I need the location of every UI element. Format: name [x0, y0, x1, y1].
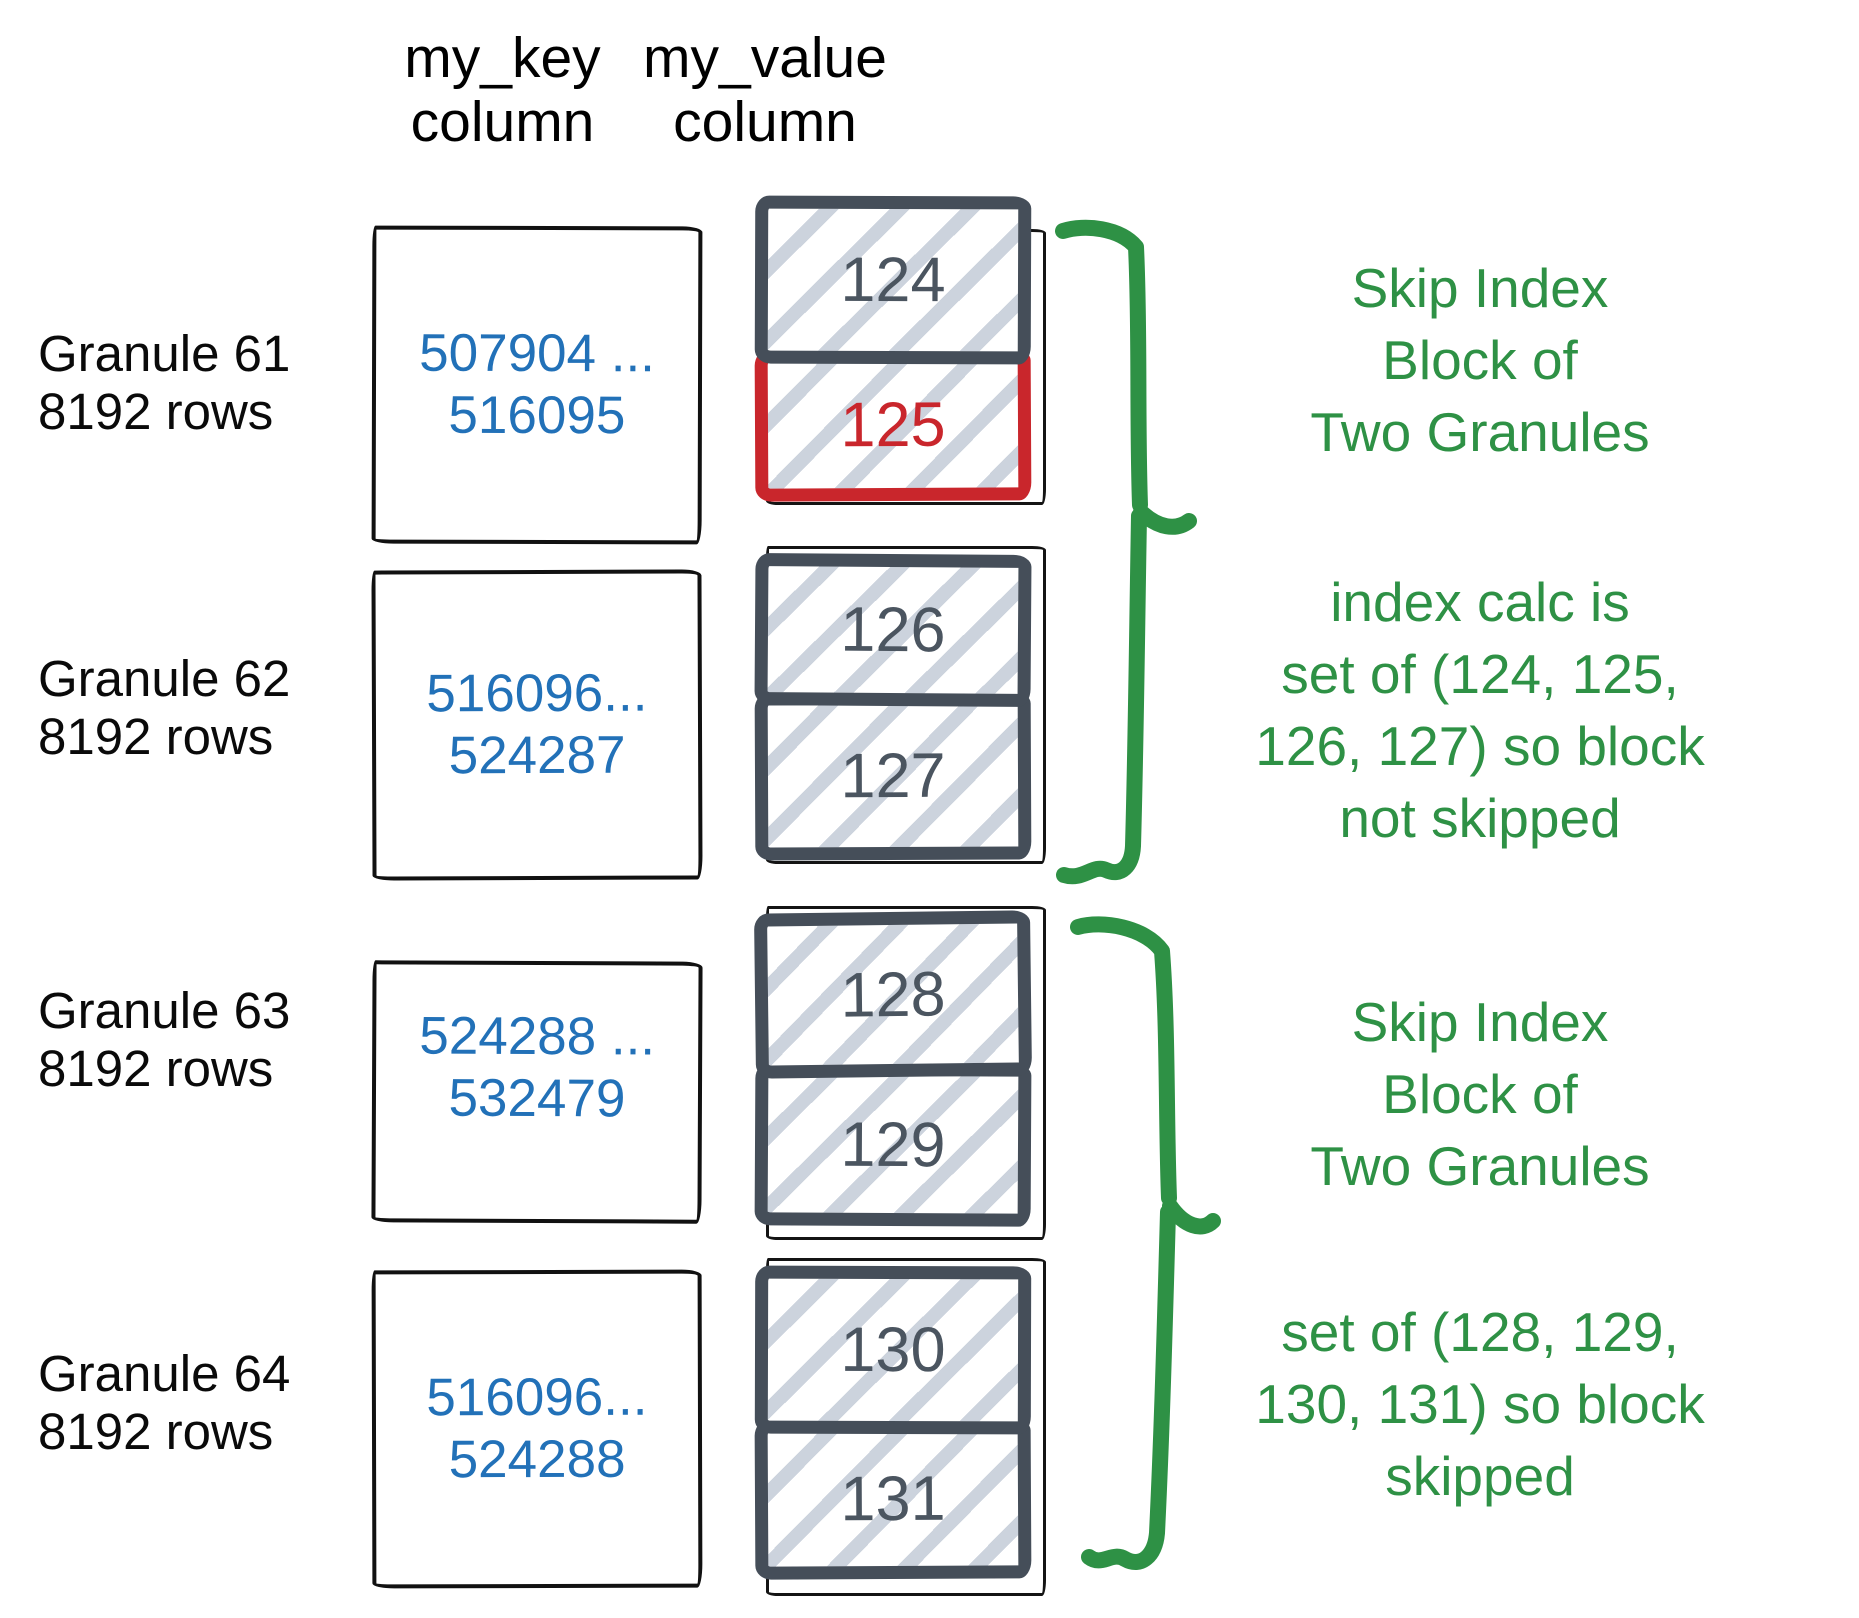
value-block-129-number: 129	[840, 1109, 946, 1180]
granule-63-key-range: 524288 ... 532479	[419, 1006, 656, 1129]
granule-61-key-range: 507904 ... 516095	[419, 323, 656, 446]
annotation-index-calc-not-skipped: index calc is set of (124, 125, 126, 127…	[1255, 571, 1705, 849]
annotation-skip-index-block-2: Skip Index Block of Two Granules	[1310, 991, 1650, 1197]
value-block-128-number: 128	[840, 958, 946, 1031]
value-block-124: 124	[754, 195, 1032, 365]
granule-62-label: Granule 62 8192 rows	[38, 650, 291, 765]
value-block-130: 130	[754, 1265, 1032, 1435]
value-block-128: 128	[754, 910, 1032, 1079]
value-column-header: my_value column	[643, 26, 887, 154]
value-block-127: 127	[754, 691, 1032, 861]
value-block-126-number: 126	[840, 594, 946, 666]
value-block-126: 126	[754, 553, 1032, 707]
value-block-125-number: 125	[840, 389, 946, 461]
value-block-130-number: 130	[840, 1314, 946, 1386]
annotation-set-skipped: set of (128, 129, 130, 131) so block ski…	[1255, 1301, 1705, 1507]
value-block-131: 131	[754, 1418, 1032, 1580]
value-block-129: 129	[754, 1062, 1032, 1227]
granule-61-key-box: 507904 ... 516095	[371, 225, 703, 545]
value-block-125-highlighted: 125	[754, 348, 1032, 502]
key-column-header: my_key column	[404, 26, 601, 154]
granule-64-label: Granule 64 8192 rows	[38, 1345, 291, 1460]
value-block-127-number: 127	[840, 740, 946, 812]
granule-63-key-box: 524288 ... 532479	[371, 960, 703, 1224]
granule-62-key-range: 516096... 524287	[426, 663, 648, 786]
granule-62-key-box: 516096... 524287	[371, 569, 703, 881]
granule-64-key-range: 516096... 524288	[426, 1367, 648, 1490]
value-block-131-number: 131	[840, 1463, 946, 1535]
value-block-124-number: 124	[840, 244, 946, 316]
annotation-skip-index-block-1: Skip Index Block of Two Granules	[1310, 257, 1650, 463]
granule-63-label: Granule 63 8192 rows	[38, 982, 291, 1097]
granule-61-label: Granule 61 8192 rows	[38, 325, 291, 440]
granule-64-key-box: 516096... 524288	[371, 1269, 703, 1589]
